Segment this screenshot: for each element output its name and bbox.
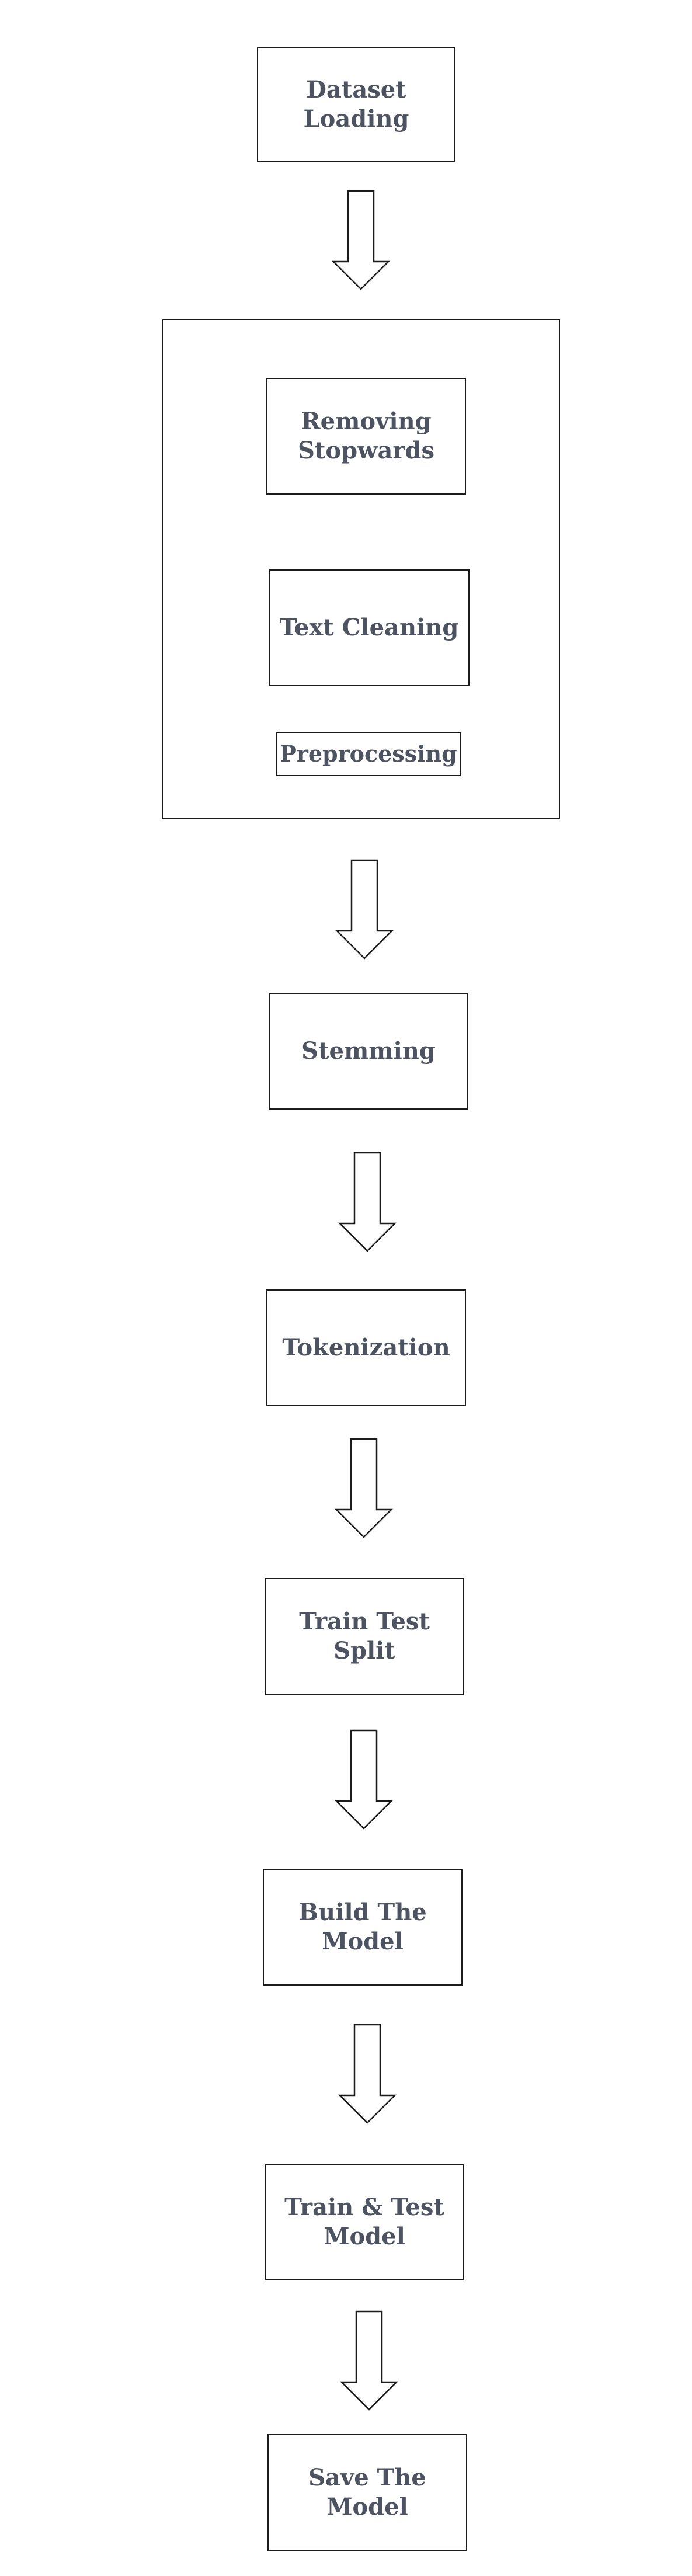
dataset-loading-label: Dataset Loading — [303, 76, 409, 133]
dataset-loading-box: Dataset Loading — [257, 47, 455, 162]
removing-stopwards-box: Removing Stopwards — [266, 378, 466, 495]
arrow-tokenization-to-split — [334, 1438, 394, 1538]
train-test-split-label: Train Test Split — [299, 1608, 430, 1664]
train-test-split-box: Train Test Split — [265, 1578, 464, 1695]
arrow-split-to-build — [334, 1729, 394, 1830]
removing-stopwards-label: Removing Stopwards — [298, 408, 434, 464]
text-cleaning-label: Text Cleaning — [279, 614, 459, 641]
arrow-train-test-to-save — [339, 2310, 399, 2411]
arrow-preprocessing-to-stemming — [335, 859, 394, 960]
text-cleaning-box: Text Cleaning — [269, 569, 470, 686]
arrow-stemming-to-tokenization — [338, 1152, 397, 1252]
build-the-model-label: Build The Model — [298, 1899, 427, 1955]
tokenization-label: Tokenization — [282, 1334, 450, 1361]
arrow-build-to-train-test — [338, 2024, 397, 2124]
stemming-label: Stemming — [301, 1037, 436, 1065]
save-the-model-box: Save The Model — [267, 2434, 467, 2551]
preprocessing-label: Preprocessing — [280, 741, 457, 767]
preprocessing-label-box: Preprocessing — [276, 732, 461, 776]
tokenization-box: Tokenization — [266, 1289, 466, 1406]
build-the-model-box: Build The Model — [263, 1869, 463, 1986]
train-test-model-box: Train & Test Model — [265, 2164, 464, 2280]
train-test-model-label: Train & Test Model — [284, 2193, 444, 2250]
save-the-model-label: Save The Model — [308, 2464, 426, 2521]
arrow-dataset-to-preprocessing — [331, 190, 391, 290]
stemming-box: Stemming — [269, 993, 468, 1110]
preprocessing-group — [162, 319, 560, 819]
